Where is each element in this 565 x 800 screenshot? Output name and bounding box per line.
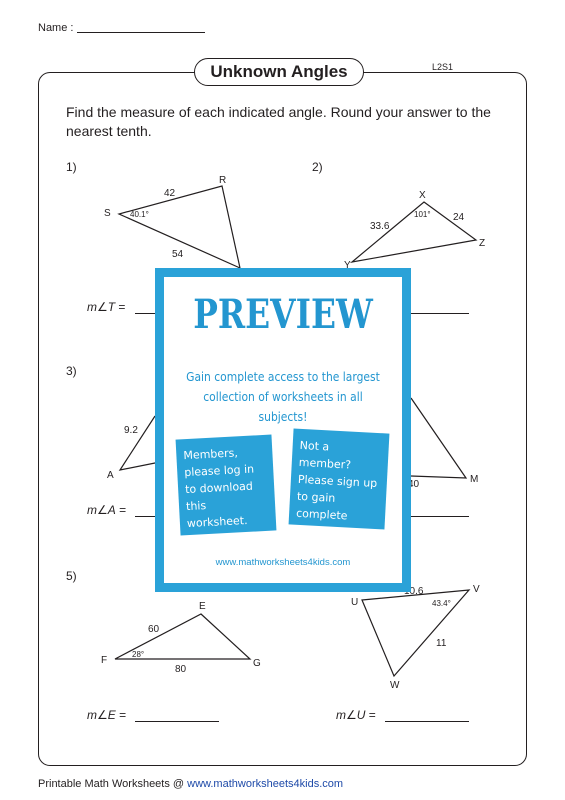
name-label: Name :: [38, 22, 74, 34]
problem-number: 5): [66, 569, 77, 583]
answer-equals: =: [365, 708, 376, 722]
preview-overlay: PREVIEW Gain complete access to the larg…: [155, 268, 411, 592]
answer-line[interactable]: [400, 313, 469, 314]
vertex-label: G: [253, 658, 261, 669]
vertex-label: F: [101, 655, 107, 666]
side-label: 11: [436, 638, 447, 649]
side-label: 33.6: [370, 221, 390, 232]
answer-label: m∠E =: [87, 708, 126, 722]
answer-line[interactable]: [135, 313, 165, 314]
vertex-label: V: [473, 584, 480, 595]
answer-label: m∠A =: [87, 503, 126, 517]
name-row: Name :: [38, 22, 206, 34]
vertex-label: U: [351, 597, 358, 608]
answer-label: m∠T =: [87, 300, 125, 314]
angle-label: 43.4°: [432, 599, 451, 608]
triangle-6: U V W 10.6 11 43.4°: [351, 584, 480, 691]
triangle-5: E F G 60 80 28°: [101, 601, 261, 675]
vertex-label: E: [199, 601, 206, 612]
members-login-card[interactable]: Members, please log in to download this …: [175, 434, 277, 536]
name-line[interactable]: [77, 32, 206, 33]
problem-number: 3): [66, 364, 77, 378]
answer-equals: =: [115, 708, 127, 722]
footer-link[interactable]: www.mathworksheets4kids.com: [187, 778, 344, 790]
answer-label: m∠U =: [336, 708, 376, 722]
answer-equals: =: [115, 300, 126, 314]
preview-panel: PREVIEW Gain complete access to the larg…: [164, 277, 402, 583]
angle-label: 101°: [414, 210, 431, 219]
worksheet-code: L2S1: [432, 62, 454, 72]
side-label: 9.2: [124, 425, 138, 436]
answer-var: m∠U: [336, 708, 366, 722]
side-label: 24: [453, 212, 465, 223]
preview-site-link[interactable]: www.mathworksheets4kids.com: [215, 557, 351, 568]
problem-number: 1): [66, 160, 77, 174]
side-label: 80: [175, 664, 187, 675]
vertex-label: W: [390, 680, 400, 691]
footer-text: Printable Math Worksheets @: [38, 778, 188, 790]
vertex-label: X: [419, 190, 426, 201]
preview-title: PREVIEW: [193, 291, 373, 338]
signup-card[interactable]: Not a member? Please sign up to gain com…: [288, 428, 390, 539]
answer-equals: =: [115, 503, 127, 517]
problem-number: 2): [312, 160, 323, 174]
footer: Printable Math Worksheets @ www.mathwork…: [38, 778, 343, 790]
tagline-line: Gain complete access to the largest: [186, 369, 380, 384]
triangle-2: X Y Z 33.6 24 101°: [344, 190, 485, 271]
answer-var: m∠A: [87, 503, 116, 517]
instructions: Find the measure of each indicated angle…: [66, 104, 491, 139]
answer-var: m∠E: [87, 708, 116, 722]
vertex-label: Z: [479, 238, 485, 249]
tagline-line: collection of worksheets in all subjects…: [203, 389, 363, 424]
worksheet-title: Unknown Angles: [194, 58, 364, 86]
side-label: 10.6: [404, 586, 424, 597]
vertex-label: R: [219, 175, 226, 186]
vertex-label: S: [104, 208, 111, 219]
side-label: 40: [408, 479, 420, 490]
answer-line[interactable]: [135, 516, 165, 517]
side-label: 54: [172, 249, 184, 260]
triangle-3: A 9.2: [107, 415, 161, 481]
vertex-label: A: [107, 470, 114, 481]
preview-tagline: Gain complete access to the largest coll…: [181, 367, 386, 427]
angle-label: 40.1°: [130, 210, 149, 219]
vertex-label: Y: [344, 260, 351, 271]
side-label: 60: [148, 624, 160, 635]
answer-line[interactable]: [400, 516, 469, 517]
triangle-4: M 40: [408, 397, 478, 490]
answer-var: m∠T: [87, 300, 116, 314]
side-label: 42: [164, 188, 176, 199]
angle-label: 28°: [132, 650, 144, 659]
answer-line[interactable]: [385, 721, 469, 722]
vertex-label: M: [470, 474, 478, 485]
answer-line[interactable]: [135, 721, 219, 722]
triangle-1: S R 42 54 40.1°: [104, 175, 241, 269]
